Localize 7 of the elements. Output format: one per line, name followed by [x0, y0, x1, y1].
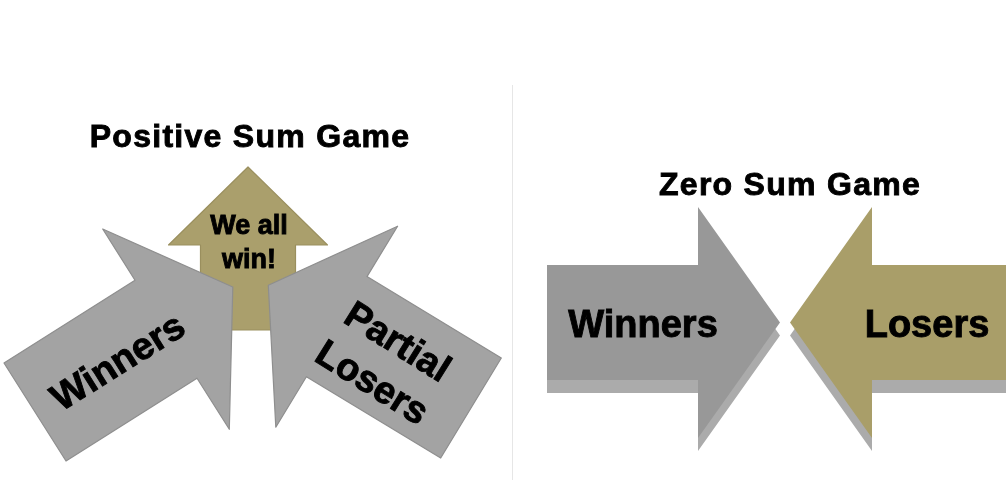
arrow-shaped-box [546, 206, 781, 452]
panel-title: Positive Sum Game [89, 117, 411, 156]
arrow-label: Winners [568, 302, 718, 348]
arrow-label: We all win! [209, 209, 289, 276]
panel-title: Zero Sum Game [659, 165, 921, 204]
arrow-label: Losers [864, 302, 990, 348]
arrow-shaped-box [789, 206, 1006, 452]
